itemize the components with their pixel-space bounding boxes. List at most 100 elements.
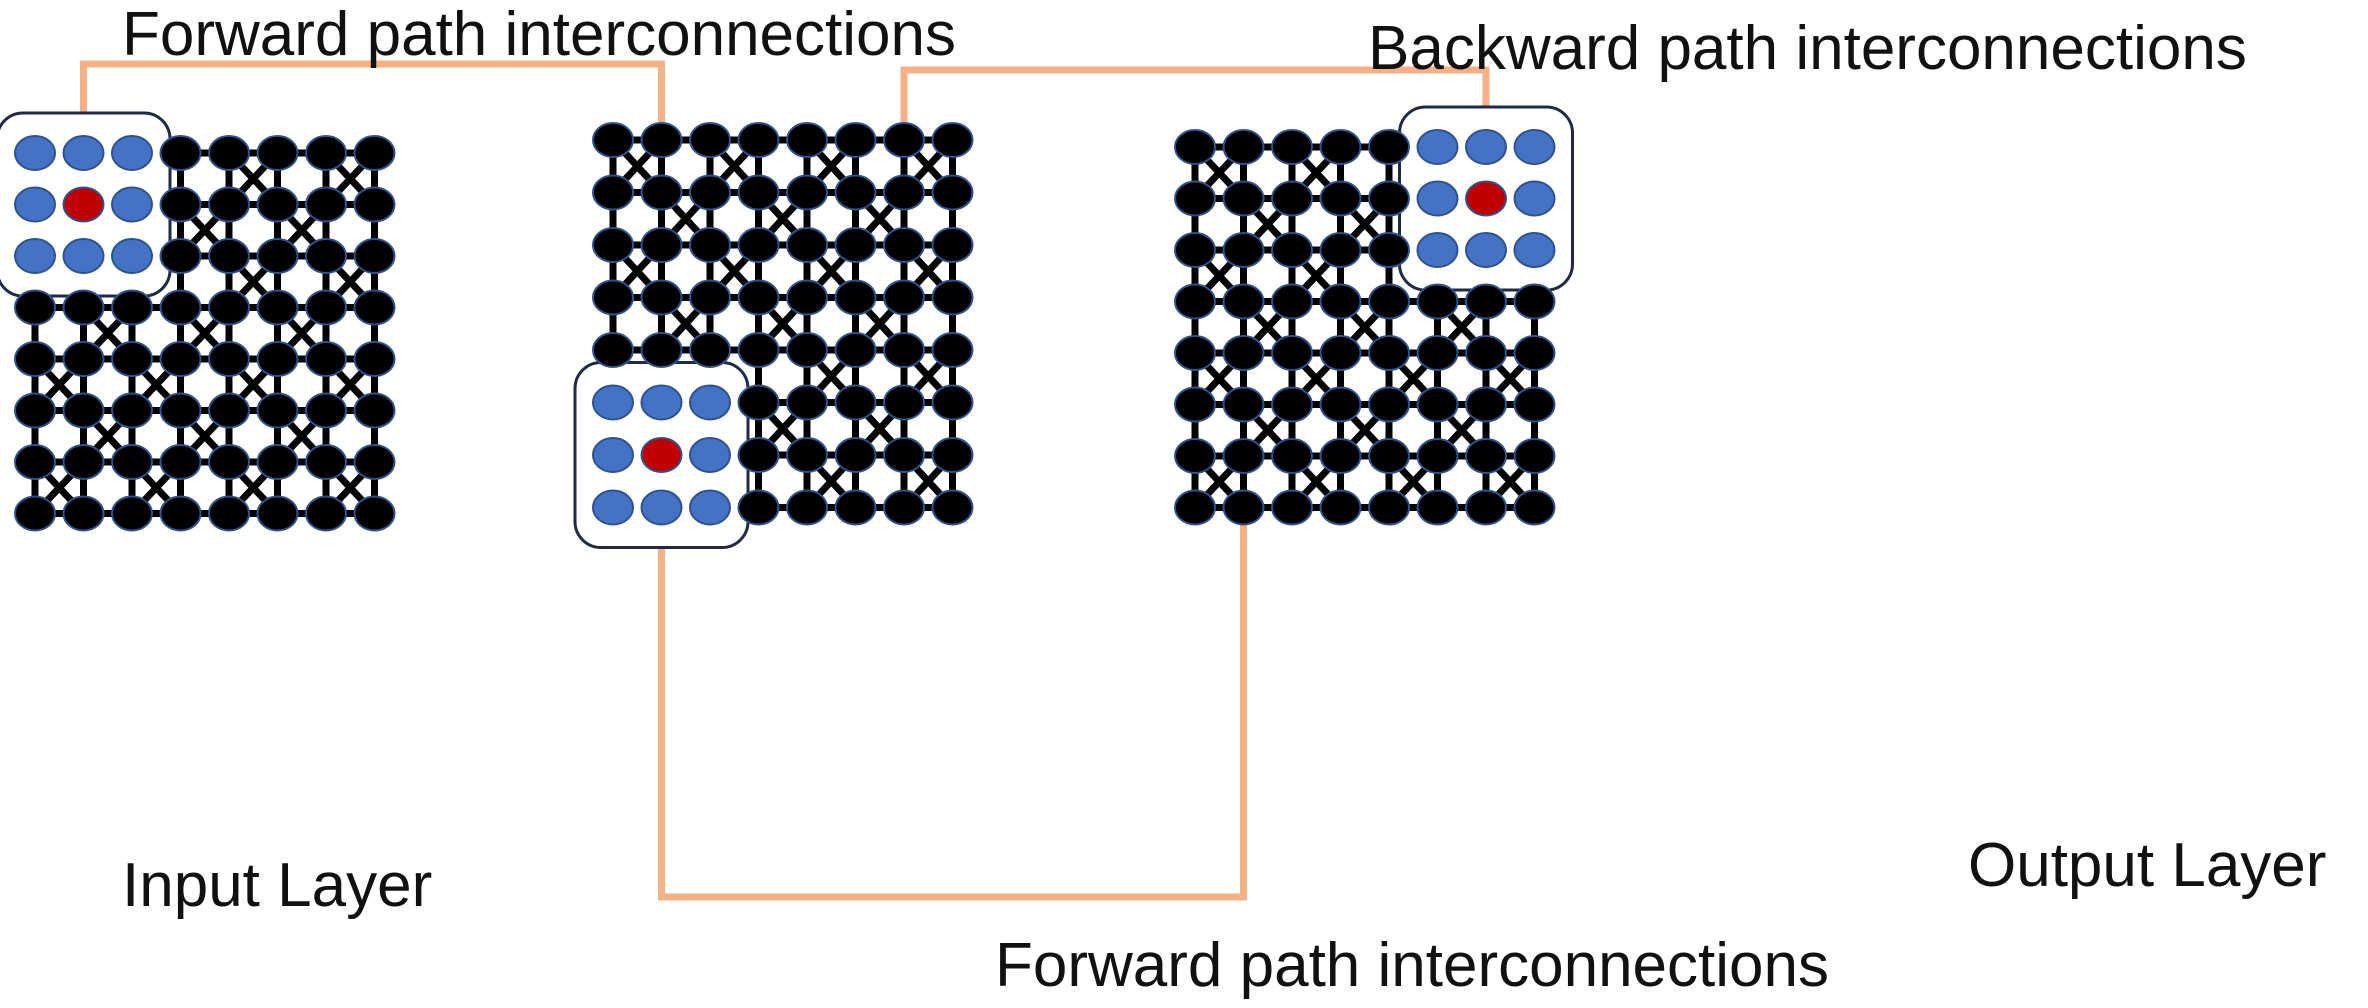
neuron-node <box>689 122 731 158</box>
neuron-node <box>111 495 153 532</box>
neuron-node <box>1513 283 1556 320</box>
neighborhood-neuron-node <box>1465 129 1507 165</box>
neuron-node <box>353 289 396 326</box>
neuron-node <box>1174 386 1216 423</box>
neuron-node <box>1368 386 1410 423</box>
neuron-node <box>353 186 396 223</box>
neuron-node <box>1465 283 1507 320</box>
neuron-node <box>1222 283 1265 320</box>
neuron-node <box>1465 489 1507 526</box>
forward-path-label-top: Forward path interconnections <box>122 0 957 69</box>
forward-connector-bottom <box>658 455 1247 901</box>
neuron-node <box>1174 335 1216 371</box>
neuron-node <box>1222 489 1265 526</box>
neuron-node <box>737 332 780 368</box>
neuron-node <box>883 489 925 526</box>
neuron-node <box>689 174 731 211</box>
neuron-node <box>1271 386 1313 423</box>
neighborhood-neuron-node <box>14 186 56 223</box>
neighborhood-neuron-node <box>592 489 634 526</box>
neuron-node <box>111 289 153 326</box>
neighborhood-neuron-node <box>111 186 153 223</box>
neuron-node <box>305 341 347 377</box>
neuron-node <box>1513 438 1556 474</box>
neuron-node <box>592 174 634 211</box>
neuron-node <box>1271 129 1313 165</box>
neuron-node <box>1174 180 1216 217</box>
neighborhood-neuron-node <box>1416 232 1459 268</box>
neuron-node <box>159 392 202 429</box>
neuron-node <box>931 332 974 368</box>
neuron-node <box>353 238 396 274</box>
neuron-node <box>208 495 250 532</box>
neuron-node <box>1416 489 1459 526</box>
hidden-layer <box>573 122 974 549</box>
neuron-node <box>592 279 634 316</box>
neuron-node <box>786 437 828 473</box>
neighborhood-neuron-node <box>1513 129 1556 165</box>
neighborhood-neuron-node <box>640 489 683 526</box>
neuron-node <box>14 444 56 480</box>
neuron-node <box>111 444 153 480</box>
neuron-node <box>1222 129 1265 165</box>
neuron-node <box>883 174 925 211</box>
neuron-node <box>62 392 105 429</box>
output-layer <box>1174 105 1574 526</box>
neuron-node <box>208 444 250 480</box>
neuron-node <box>208 135 250 171</box>
neuron-node <box>834 174 877 211</box>
backward-path-label-top: Backward path interconnections <box>1368 14 2247 83</box>
neuron-node <box>1465 335 1507 371</box>
neuron-node <box>834 332 877 368</box>
neuron-node <box>592 122 634 158</box>
neuron-node <box>62 495 105 532</box>
neuron-node <box>159 289 202 326</box>
neuron-node <box>1222 180 1265 217</box>
neuron-node <box>1319 232 1362 268</box>
neuron-node <box>159 135 202 171</box>
neuron-node <box>737 384 780 421</box>
layers <box>0 105 1574 549</box>
neuron-node <box>737 227 780 263</box>
neuron-node <box>834 437 877 473</box>
neuron-node <box>883 437 925 473</box>
neuron-node <box>592 332 634 368</box>
center-neuron-node <box>62 186 105 223</box>
neuron-node <box>1319 129 1362 165</box>
neuron-node <box>159 238 202 274</box>
neuron-node <box>834 227 877 263</box>
neuron-node <box>111 341 153 377</box>
center-neuron-node <box>1465 180 1507 217</box>
neuron-node <box>1368 283 1410 320</box>
neuron-node <box>1174 283 1216 320</box>
neuron-node <box>1222 232 1265 268</box>
neuron-node <box>208 186 250 223</box>
neuron-node <box>883 332 925 368</box>
neuron-node <box>1271 489 1313 526</box>
neuron-node <box>1513 335 1556 371</box>
neuron-node <box>14 289 56 326</box>
neuron-node <box>689 227 731 263</box>
neighborhood-neuron-node <box>689 384 731 421</box>
neuron-node <box>14 495 56 532</box>
neuron-node <box>305 289 347 326</box>
neuron-node <box>737 489 780 526</box>
neuron-node <box>1319 180 1362 217</box>
neuron-node <box>1416 438 1459 474</box>
neighborhood-neuron-node <box>62 135 105 171</box>
nodes <box>592 122 974 526</box>
neuron-node <box>1416 335 1459 371</box>
neuron-node <box>931 122 974 158</box>
neuron-node <box>353 495 396 532</box>
neuron-node <box>256 341 299 377</box>
neuron-node <box>1271 438 1313 474</box>
neuron-node <box>737 437 780 473</box>
neuron-node <box>786 174 828 211</box>
neuron-node <box>1465 438 1507 474</box>
neuron-node <box>256 289 299 326</box>
neuron-node <box>1271 283 1313 320</box>
neighborhood-neuron-node <box>1416 129 1459 165</box>
neuron-node <box>62 341 105 377</box>
neuron-node <box>305 392 347 429</box>
